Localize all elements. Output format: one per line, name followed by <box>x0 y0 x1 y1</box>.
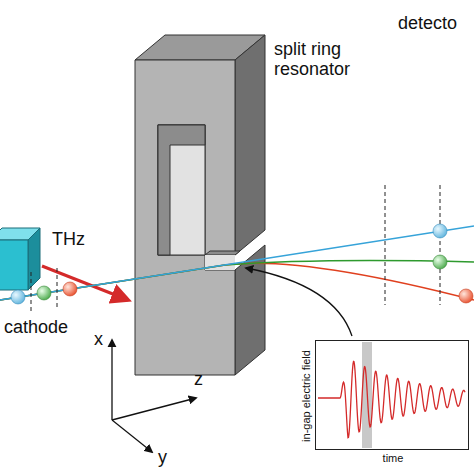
gap-leader-arrow <box>246 268 352 336</box>
axis-label: x <box>94 330 103 350</box>
electron-beams <box>0 226 474 300</box>
part-label: detecto <box>398 14 457 34</box>
part-label: THz <box>52 230 85 250</box>
axis-label: z <box>194 370 203 390</box>
bunch-markers <box>11 268 77 312</box>
thz-arrow <box>42 266 128 300</box>
thz-source <box>0 228 40 290</box>
axis-label: y <box>158 448 167 468</box>
detector-planes <box>385 185 473 305</box>
part-label: cathode <box>4 318 68 338</box>
field-trace <box>318 361 465 437</box>
inset-plot: in-gap electric fieldtime <box>315 340 469 450</box>
axis-title: time <box>383 452 404 464</box>
coordinate-axes <box>112 340 196 452</box>
split-ring-resonator <box>135 35 265 375</box>
axis-title: in-gap electric field <box>300 350 312 442</box>
part-label: split ring resonator <box>274 40 394 80</box>
